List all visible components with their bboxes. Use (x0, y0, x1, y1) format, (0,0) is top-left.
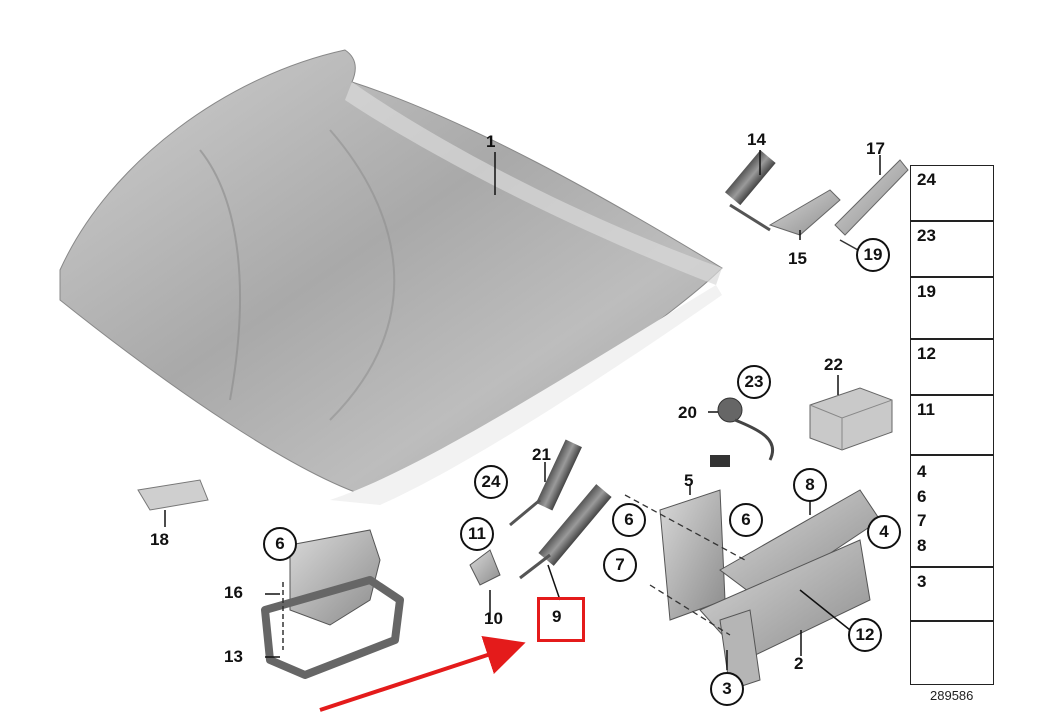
callout-23: 23 (737, 365, 771, 399)
legend-cell-4-6-7-8: 4 6 7 8 (910, 455, 994, 567)
plate-part-18 (137, 479, 209, 511)
document-number: 289586 (930, 688, 974, 703)
callout-8: 8 (793, 468, 827, 502)
highlight-arrow (319, 635, 526, 712)
callout-12: 12 (848, 618, 882, 652)
callout-11: 11 (460, 517, 494, 551)
box-part-22 (809, 387, 893, 451)
callout-16: 16 (224, 583, 243, 602)
callout-17: 17 (866, 139, 885, 158)
release-cable-part-20 (710, 397, 774, 467)
callout-13: 13 (224, 647, 243, 666)
legend-cell-arrow (910, 621, 994, 685)
callout-6c: 6 (263, 527, 297, 561)
callout-5: 5 (684, 471, 694, 490)
highlight-box (537, 597, 585, 642)
callout-1: 1 (486, 132, 496, 151)
callout-14: 14 (747, 130, 766, 149)
callout-6a: 6 (612, 503, 646, 537)
legend-cell-24: 24 (910, 165, 994, 221)
legend-cell-23: 23 (910, 221, 994, 277)
legend-cell-12: 12 (910, 339, 994, 395)
callout-10: 10 (484, 609, 503, 628)
callout-24: 24 (474, 465, 508, 499)
leader-lines (164, 150, 881, 670)
gas-struts (509, 439, 612, 580)
latch-assembly (261, 529, 404, 679)
legend-cell-3: 3 (910, 567, 994, 621)
callout-15: 15 (788, 249, 807, 268)
callout-20: 20 (678, 403, 697, 422)
callout-21: 21 (532, 445, 551, 464)
clip-part-10 (469, 549, 501, 586)
callout-2: 2 (794, 654, 804, 673)
upper-strut-group (724, 150, 909, 251)
callout-7: 7 (603, 548, 637, 582)
hinge-assembly (624, 489, 881, 691)
legend-cell-11: 11 (910, 395, 994, 455)
hood-part (59, 49, 723, 505)
callout-18: 18 (150, 530, 169, 549)
callout-22: 22 (824, 355, 843, 374)
callout-19: 19 (856, 238, 890, 272)
callout-6b: 6 (729, 503, 763, 537)
callout-9: 9 (552, 607, 562, 626)
callout-4: 4 (867, 515, 901, 549)
legend-cell-19: 19 (910, 277, 994, 339)
callout-3: 3 (710, 672, 744, 706)
